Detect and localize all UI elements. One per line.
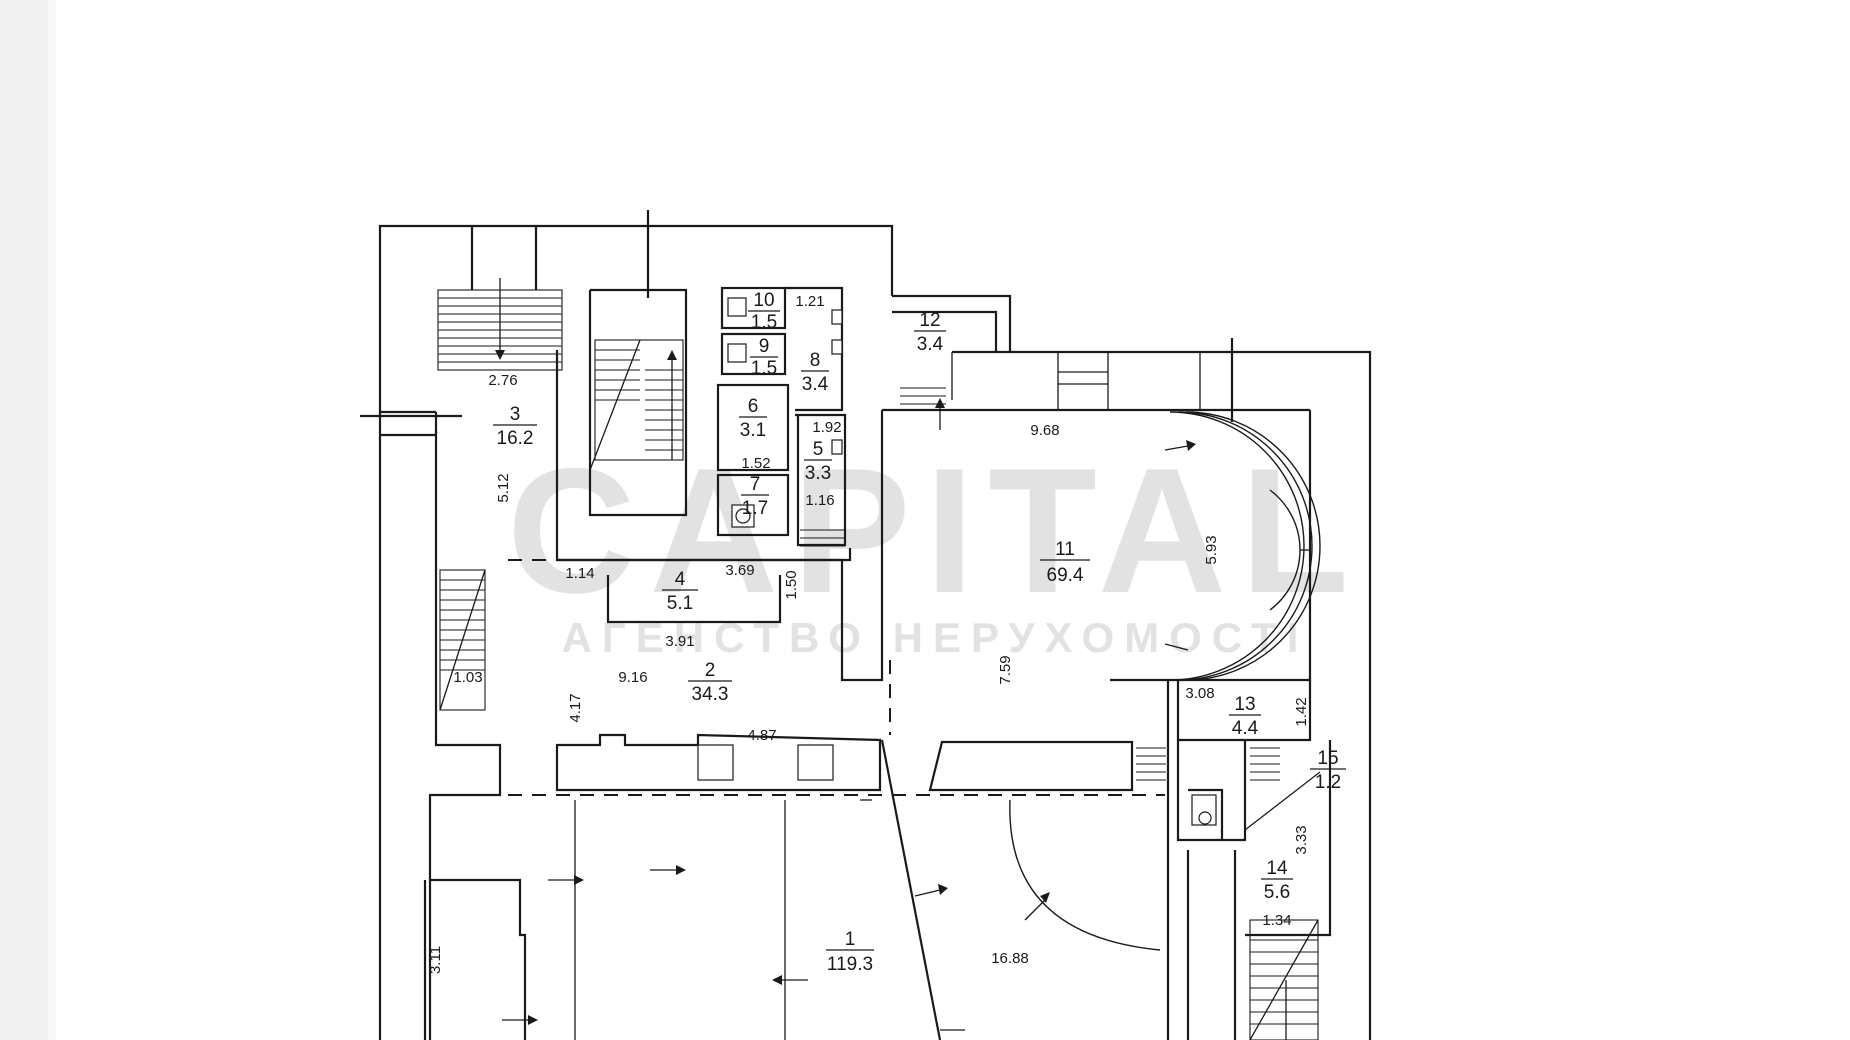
dimension-label: 1.92 [812,419,841,436]
room-11-number: 11 [1055,539,1075,560]
dimension-label: 1.42 [1293,697,1310,726]
room-6: 6 3.1 [739,396,767,441]
room-3: 3 16.2 [493,404,537,449]
room-7-number: 7 [750,474,761,495]
watermark-brand: CAPITAL [507,431,1363,630]
room-1: 1 119.3 [826,929,874,975]
dimension-label: 5.12 [495,473,512,502]
walls [360,210,1372,1040]
room-11-area: 69.4 [1047,565,1084,586]
dimension-label: 9.16 [618,669,647,686]
sanitary-fixtures [727,297,1217,826]
room-5-number: 5 [813,439,824,460]
dimension-label: 1.50 [783,570,800,599]
room-12: 12 3.4 [914,310,946,355]
dimension-label: 1.14 [565,565,594,582]
room-9-area: 1.5 [751,358,777,379]
door-swing [1009,799,1161,951]
room-2-number: 2 [705,660,716,681]
dimension-label: 1.21 [795,293,824,310]
watermark: CAPITAL АГЕНСТВО НЕРУХОМОСТІ [507,431,1363,661]
room-4: 4 5.1 [662,569,698,614]
dimension-label: 7.59 [997,655,1014,684]
dimension-label: 3.69 [725,562,754,579]
dimension-label: 3.33 [1293,825,1310,854]
dimension-label: 16.88 [991,950,1029,967]
dimension-label: 1.34 [1262,912,1291,929]
room-10: 10 1.5 [748,290,780,333]
room-1-number: 1 [845,929,856,950]
room-2: 2 34.3 [688,660,732,705]
room-6-area: 3.1 [740,420,766,441]
dimension-labels: 2.76 5.12 1.21 1.92 1.52 1.16 1.14 3.69 … [427,293,1310,974]
room-11: 11 69.4 [1040,539,1090,586]
room-7-area: 1.7 [742,498,768,519]
room-3-area: 16.2 [497,428,534,449]
room-4-number: 4 [675,569,686,590]
room-12-number: 12 [919,310,940,331]
room-15-area: 1.2 [1315,772,1341,793]
room-10-number: 10 [753,290,774,311]
scan-edge-shadow [0,0,48,1040]
room-7: 7 1.7 [741,474,769,519]
dashed-openings [499,559,1165,796]
room-3-number: 3 [510,404,521,425]
dimension-label: 3.11 [427,946,444,974]
stairs [437,278,1319,1040]
room-6-number: 6 [748,396,759,417]
room-13-number: 13 [1234,694,1255,715]
room-labels: 1 119.3 2 34.3 3 16.2 4 5.1 5 3.3 6 3.1 [493,290,1346,975]
room-1-area: 119.3 [827,954,873,975]
dimension-label: 4.17 [567,693,584,722]
room-5: 5 3.3 [804,439,832,484]
dimension-label: 1.03 [453,669,482,686]
dimension-label: 3.91 [665,633,694,650]
dimension-label: 1.16 [805,492,834,509]
room-4-area: 5.1 [667,593,693,614]
room-14-area: 5.6 [1264,882,1290,903]
dimension-label: 3.08 [1185,685,1214,702]
dimension-label: 2.76 [488,372,517,389]
room-15: 15 1.2 [1310,748,1346,793]
dimension-label: 4.87 [747,727,776,744]
room-8: 8 3.4 [801,350,829,395]
room-5-area: 3.3 [805,463,831,484]
room-13-area: 4.4 [1232,718,1259,739]
bay-window [1169,411,1321,681]
room-13: 13 4.4 [1229,694,1261,739]
room-8-area: 3.4 [802,374,829,395]
room-9: 9 1.5 [750,336,778,379]
scan-edge-fade [48,0,56,1040]
room-10-area: 1.5 [751,312,777,333]
room-8-number: 8 [810,350,821,371]
door-arrows [502,398,1321,1031]
dimension-label: 5.93 [1203,535,1220,564]
dimension-label: 9.68 [1030,422,1059,439]
room-15-number: 15 [1317,748,1338,769]
room-14: 14 5.6 [1261,858,1293,903]
room-9-number: 9 [759,336,770,357]
dimension-label: 1.52 [741,455,770,472]
room-2-area: 34.3 [692,684,729,705]
room-14-number: 14 [1266,858,1288,879]
room-12-area: 3.4 [917,334,944,355]
